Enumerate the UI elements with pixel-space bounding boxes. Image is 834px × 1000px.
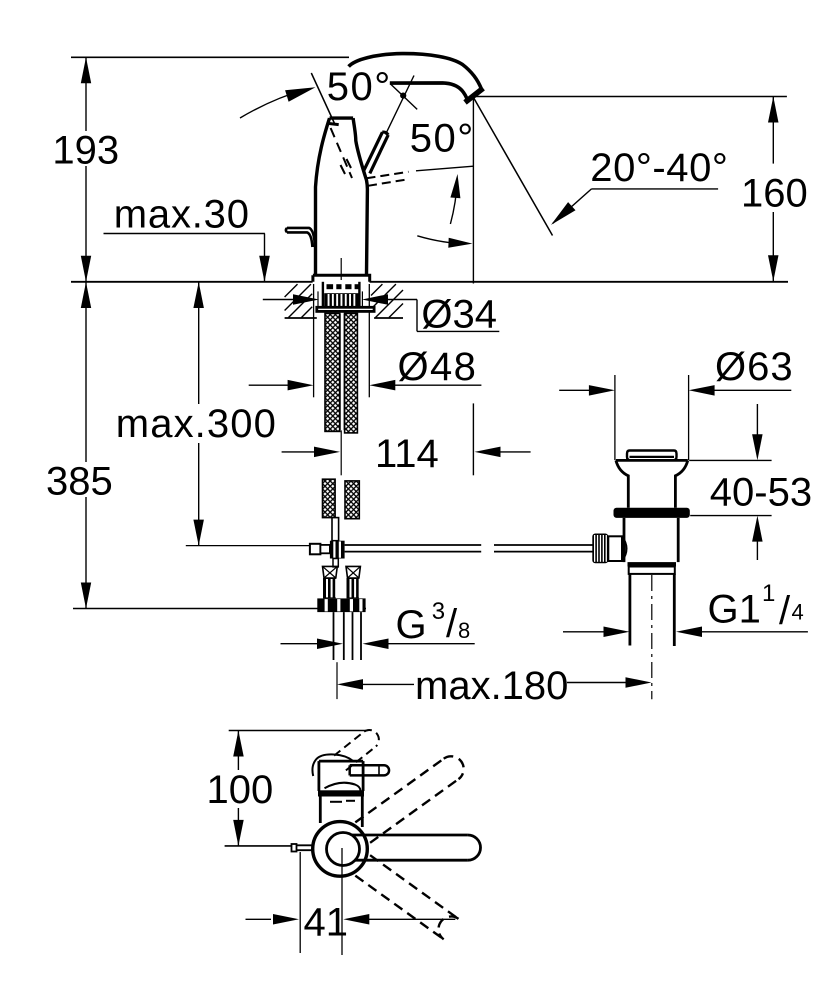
svg-text:3: 3 [432, 598, 445, 625]
svg-text:G1: G1 [708, 588, 761, 632]
svg-text:8: 8 [458, 618, 470, 643]
svg-text:max.180: max.180 [415, 664, 568, 708]
svg-text:40-53: 40-53 [710, 470, 812, 514]
svg-text:20°-40°: 20°-40° [590, 146, 728, 190]
svg-text:max.30: max.30 [114, 193, 250, 237]
svg-text:114: 114 [375, 432, 439, 476]
svg-text:100: 100 [207, 768, 274, 812]
svg-text:Ø34: Ø34 [421, 293, 497, 337]
svg-text:G: G [396, 603, 427, 647]
svg-text:max.300: max.300 [116, 402, 277, 446]
svg-text:50°: 50° [327, 65, 392, 109]
svg-text:1: 1 [762, 580, 775, 607]
svg-text:Ø63: Ø63 [715, 345, 794, 389]
svg-text:4: 4 [792, 600, 804, 625]
svg-text:/: / [779, 589, 791, 633]
svg-text:/: / [446, 602, 458, 646]
svg-text:160: 160 [741, 172, 808, 216]
svg-text:193: 193 [52, 129, 119, 173]
svg-text:Ø48: Ø48 [398, 345, 478, 389]
svg-text:50°: 50° [410, 117, 475, 161]
svg-text:41: 41 [304, 901, 349, 945]
svg-text:385: 385 [46, 460, 113, 504]
